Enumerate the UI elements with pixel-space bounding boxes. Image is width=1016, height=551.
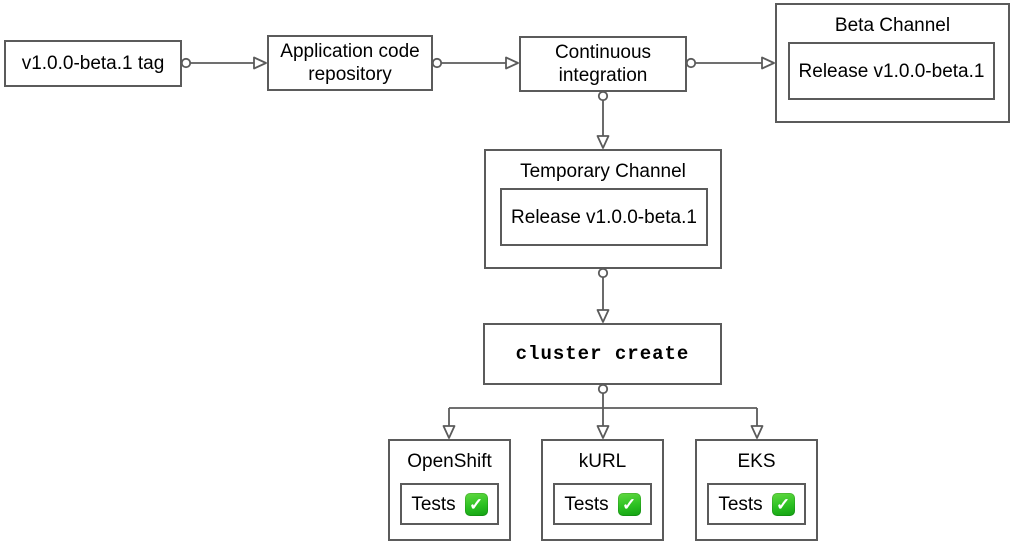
tests-label: Tests bbox=[411, 493, 456, 515]
ci-node: Continuous integration bbox=[519, 36, 687, 92]
connector-ci-to-temporary-channel bbox=[596, 90, 610, 149]
tag-node: v1.0.0-beta.1 tag bbox=[4, 40, 182, 87]
check-icon: ✓ bbox=[771, 492, 795, 516]
temporary-channel-node: Temporary Channel Release v1.0.0-beta.1 bbox=[484, 149, 722, 269]
beta-channel-node: Beta Channel Release v1.0.0-beta.1 bbox=[775, 3, 1010, 123]
beta-release-node: Release v1.0.0-beta.1 bbox=[788, 42, 995, 100]
connector-cluster-create-to-clusters bbox=[442, 383, 764, 439]
connector-tag-to-repository bbox=[180, 56, 267, 70]
tests-label: Tests bbox=[718, 493, 763, 515]
repository-node: Application code repository bbox=[267, 35, 433, 91]
cluster-create-node: cluster create bbox=[483, 323, 722, 385]
eks-tests-box: Tests ✓ bbox=[707, 483, 806, 525]
beta-channel-title: Beta Channel bbox=[834, 15, 951, 36]
eks-title: EKS bbox=[737, 451, 776, 472]
kurl-tests-box: Tests ✓ bbox=[553, 483, 652, 525]
openshift-tests-box: Tests ✓ bbox=[400, 483, 499, 525]
connector-ci-to-beta-channel bbox=[685, 56, 775, 70]
check-icon: ✓ bbox=[617, 492, 641, 516]
openshift-node: OpenShift Tests ✓ bbox=[388, 439, 511, 541]
openshift-title: OpenShift bbox=[407, 451, 492, 472]
kurl-node: kURL Tests ✓ bbox=[541, 439, 664, 541]
check-icon: ✓ bbox=[464, 492, 488, 516]
temporary-release-node: Release v1.0.0-beta.1 bbox=[500, 188, 708, 246]
tests-label: Tests bbox=[564, 493, 609, 515]
connector-repository-to-ci bbox=[431, 56, 519, 70]
temporary-channel-title: Temporary Channel bbox=[520, 161, 686, 182]
eks-node: EKS Tests ✓ bbox=[695, 439, 818, 541]
kurl-title: kURL bbox=[578, 451, 627, 472]
connector-temporary-channel-to-cluster-create bbox=[596, 267, 610, 323]
